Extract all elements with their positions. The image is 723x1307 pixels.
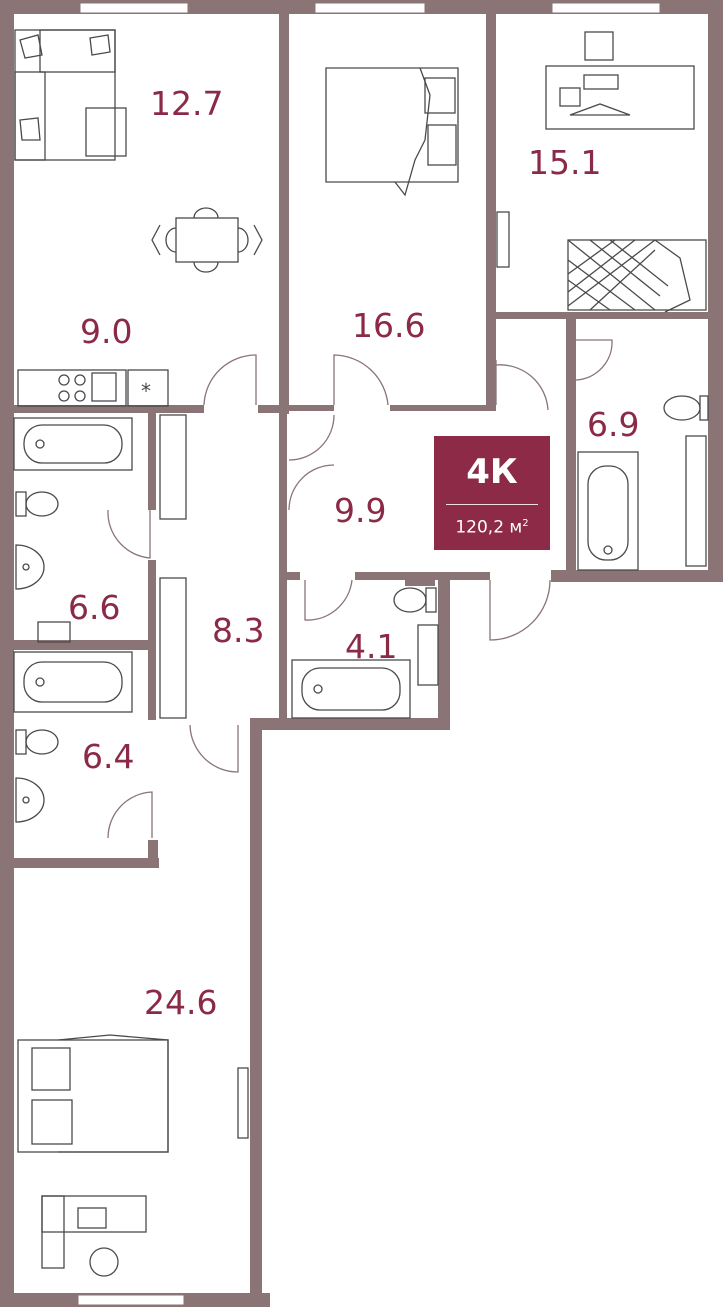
room-area-kitchen: 9.0	[80, 312, 132, 351]
furniture: *	[13, 29, 709, 1277]
shelf-icon	[37, 621, 71, 643]
sink-icon	[15, 544, 45, 590]
total-area-value: 120,2 м	[455, 517, 523, 538]
bathtub-icon	[13, 651, 133, 713]
room-area-bathroom-1: 6.6	[68, 588, 120, 627]
toilet-icon	[393, 587, 437, 613]
wardrobe-icon	[159, 577, 187, 719]
bathtub-icon	[577, 451, 639, 571]
toilet-icon	[663, 395, 709, 421]
total-area-label: 120,2 м2	[434, 513, 550, 539]
total-area-unit-power: 2	[522, 518, 529, 529]
bed-icon	[17, 1034, 169, 1153]
sofa-icon	[14, 29, 116, 161]
room-area-corridor: 8.3	[212, 611, 264, 650]
room-area-master-bedroom: 24.6	[144, 983, 217, 1022]
dining-table-icon	[151, 207, 263, 273]
svg-text:*: *	[141, 379, 151, 403]
toilet-icon	[15, 491, 59, 517]
apartment-type-label: 4К	[466, 452, 518, 492]
wardrobe-icon	[159, 414, 187, 520]
kitchen-counter-icon: *	[17, 369, 169, 407]
badge-divider	[446, 504, 538, 505]
room-area-living: 12.7	[150, 84, 223, 123]
bathtub-icon	[13, 417, 133, 471]
bed-icon	[567, 239, 707, 313]
apartment-badge: 4К 120,2 м2	[434, 436, 550, 550]
toilet-icon	[15, 729, 59, 755]
room-area-bathroom-2: 6.4	[82, 737, 134, 776]
room-area-bedroom-2: 15.1	[528, 143, 601, 182]
doors	[107, 339, 613, 839]
bed-icon	[325, 67, 459, 197]
desk-icon	[41, 1195, 147, 1277]
room-area-bathroom-east: 6.9	[587, 405, 639, 444]
room-area-hall: 9.9	[334, 491, 386, 530]
room-area-bedroom-1: 16.6	[352, 306, 425, 345]
room-labels: 12.7 9.0 16.6 15.1 6.9 9.9 6.6 8.3 4.1 6…	[68, 84, 639, 1022]
coffee-table-icon	[85, 107, 127, 157]
desk-icon	[545, 31, 695, 130]
tv-icon	[237, 1067, 249, 1139]
tv-icon	[496, 211, 510, 268]
shelf-icon	[685, 435, 707, 567]
shelf-icon	[417, 624, 439, 686]
bathtub-icon	[291, 659, 411, 719]
room-area-wc: 4.1	[345, 627, 397, 666]
sink-icon	[15, 777, 45, 823]
